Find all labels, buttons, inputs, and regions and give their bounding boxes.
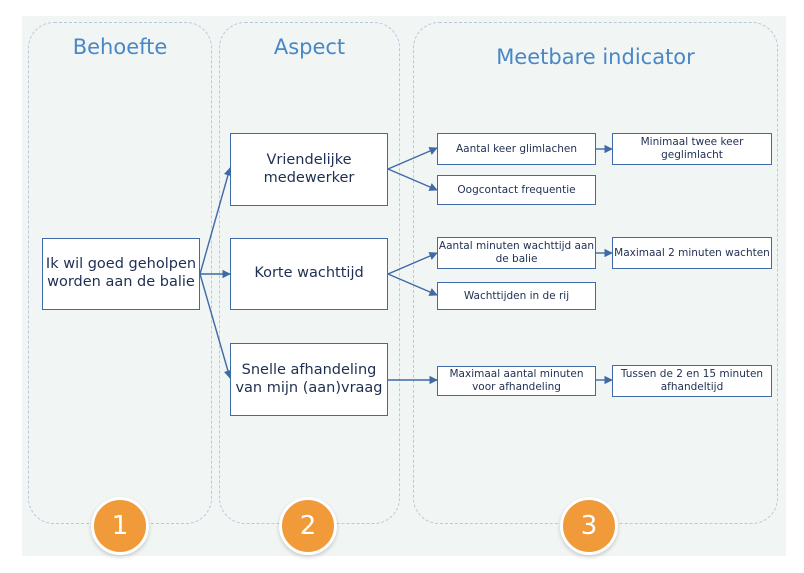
target-box-glimlachen: Minimaal twee keer geglimlacht [612, 133, 772, 165]
step-badge-3: 3 [560, 497, 618, 555]
arrow-need-to-vriendelijk [199, 167, 232, 275]
indicator-text: Aantal minuten wachttijd aan de balie [438, 240, 595, 265]
indicator-text: Maximaal aantal minuten voor afhandeling [449, 368, 584, 393]
indicator-text: Oogcontact frequentie [457, 183, 576, 196]
column-title-aspect: Aspect [273, 35, 346, 59]
target-text: Tussen de 2 en 15 minuten afhandeltijd [620, 368, 764, 393]
arrow-vriendelijk-to-oogcontact [387, 168, 438, 191]
indicator-box-oogcontact: Oogcontact frequentie [437, 175, 596, 205]
indicator-box-glimlachen: Aantal keer glimlachen [437, 133, 596, 165]
need-text: Ik wil goed geholpen worden aan de balie [45, 256, 197, 290]
aspect-text: Korte wachttijd [254, 265, 364, 282]
indicator-text: Wachttijden in de rij [463, 289, 570, 302]
indicator-box-wachttijd-balie: Aantal minuten wachttijd aan de balie [437, 237, 596, 269]
target-box-afhandeltijd: Tussen de 2 en 15 minuten afhandeltijd [612, 365, 772, 397]
step-badge-2: 2 [279, 497, 337, 555]
arrow-vriendelijk-to-glimlachen [387, 147, 438, 170]
indicator-box-wachttijden-rij: Wachttijden in de rij [437, 282, 596, 310]
arrow-korte-to-wachttijd-balie [387, 252, 438, 275]
arrow-korte-to-wachttijden-rij [387, 273, 438, 296]
target-text: Maximaal 2 minuten wachten [614, 246, 770, 259]
need-box: Ik wil goed geholpen worden aan de balie [42, 238, 200, 310]
column-title-behoefte: Behoefte [72, 35, 168, 59]
target-box-wachttijd: Maximaal 2 minuten wachten [612, 237, 772, 269]
column-title-meetbare-indicator: Meetbare indicator [496, 45, 695, 69]
aspect-box-vriendelijke-medewerker: Vriendelijke medewerker [230, 133, 388, 206]
step-badge-1: 1 [91, 497, 149, 555]
aspect-box-korte-wachttijd: Korte wachttijd [230, 238, 388, 310]
indicator-text: Aantal keer glimlachen [456, 142, 577, 155]
aspect-box-snelle-afhandeling: Snelle afhandeling van mijn (aan)vraag [230, 343, 388, 416]
target-text: Minimaal twee keer geglimlacht [640, 136, 744, 161]
indicator-box-afhandeling: Maximaal aantal minuten voor afhandeling [437, 366, 596, 396]
aspect-text: Vriendelijke medewerker [263, 151, 355, 186]
arrow-need-to-snelle [199, 273, 232, 379]
aspect-text: Snelle afhandeling van mijn (aan)vraag [235, 361, 383, 396]
